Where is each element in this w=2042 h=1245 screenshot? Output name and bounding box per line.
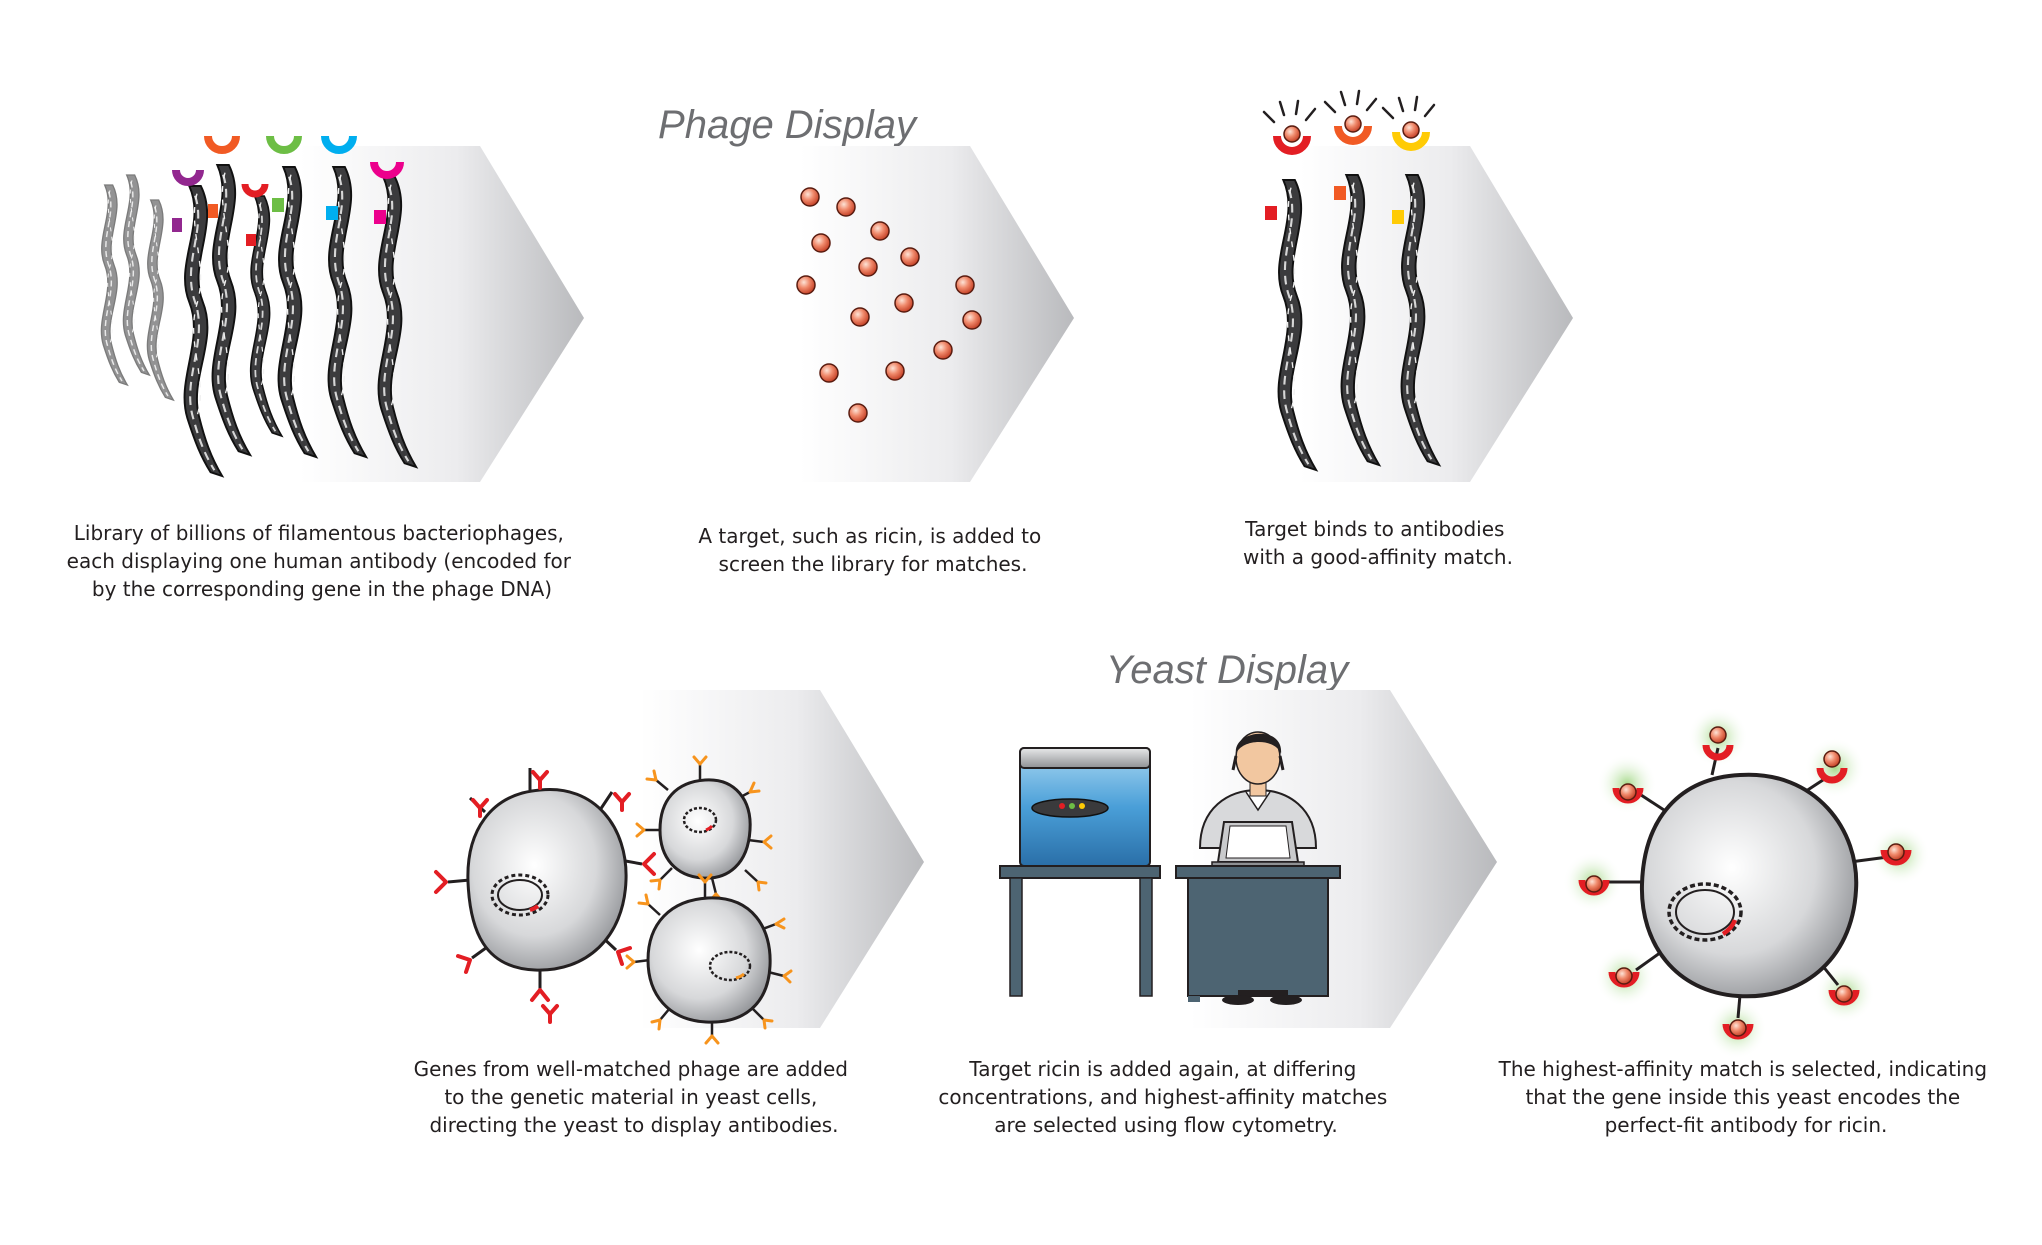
ricin-target-icon — [837, 198, 855, 216]
phage-display-title: Phage Display — [658, 103, 919, 147]
caption-line: perfect-fit antibody for ricin. — [1605, 1113, 1888, 1137]
yeast-step2-caption: Target ricin is added again, at differin… — [938, 1057, 1393, 1137]
caption-line: directing the yeast to display antibodie… — [429, 1113, 838, 1137]
ricin-target-icon — [820, 364, 838, 382]
yeast-step1-caption: Genes from well-matched phage are added … — [414, 1057, 855, 1137]
phage-step2-caption: A target, such as ricin, is added to scr… — [698, 524, 1047, 576]
ricin-target-icon — [1730, 1020, 1746, 1036]
caption-line: A target, such as ricin, is added to — [698, 524, 1041, 548]
flow-cytometer-icon — [1020, 748, 1150, 866]
phage-icon — [251, 196, 282, 436]
caption-line: Library of billions of filamentous bacte… — [74, 521, 564, 545]
selected-yeast-illustration — [1563, 707, 1930, 1059]
ricin-target-icon — [1620, 784, 1636, 800]
caption-line: concentrations, and highest-affinity mat… — [938, 1085, 1387, 1109]
arrow-chevron-icon — [800, 146, 1074, 482]
phage-step1-caption: Library of billions of filamentous bacte… — [67, 521, 578, 601]
ricin-target-icon — [1345, 116, 1361, 132]
ricin-target-icon — [801, 188, 819, 206]
ricin-target-icon — [1836, 986, 1852, 1002]
ricin-target-icon — [956, 276, 974, 294]
desk-icon — [1000, 866, 1160, 996]
yeast-cell-icon — [648, 898, 770, 1022]
caption-line: Genes from well-matched phage are added — [414, 1057, 848, 1081]
antibody-purple-icon — [176, 170, 200, 182]
ricin-target-icon — [871, 222, 889, 240]
yeast-cell-icon — [1642, 775, 1856, 997]
caption-line: screen the library for matches. — [719, 552, 1028, 576]
caption-line: with a good-affinity match. — [1243, 545, 1513, 569]
antibody-orange-icon — [208, 136, 236, 150]
yeast-cell-icon — [660, 780, 750, 878]
caption-line: are selected using flow cytometry. — [994, 1113, 1338, 1137]
ricin-target-icon — [901, 248, 919, 266]
ricin-target-icon — [1824, 751, 1840, 767]
caption-line: Target binds to antibodies — [1244, 517, 1504, 541]
caption-line: each displaying one human antibody (enco… — [67, 549, 572, 573]
antibody-green-icon — [270, 136, 298, 150]
ricin-target-icon — [797, 276, 815, 294]
ghost-phage-icon — [101, 175, 173, 400]
ricin-target-icon — [859, 258, 877, 276]
ricin-target-icon — [895, 294, 913, 312]
caption-line: by the corresponding gene in the phage D… — [92, 577, 552, 601]
ricin-target-icon — [849, 404, 867, 422]
phage-step3-caption: Target binds to antibodies with a good-a… — [1243, 517, 1513, 569]
antibody-blue-icon — [325, 136, 353, 150]
ricin-target-icon — [1284, 126, 1300, 142]
ricin-target-icon — [1403, 122, 1419, 138]
ricin-target-icon — [1710, 727, 1726, 743]
yeast-cell-icon — [468, 789, 626, 970]
ricin-target-icon — [1616, 968, 1632, 984]
yeast-step3-caption: The highest-affinity match is selected, … — [1498, 1057, 1994, 1137]
antibody-red-icon — [245, 184, 265, 194]
laptop-icon — [1212, 822, 1304, 868]
caption-line: to the genetic material in yeast cells, — [444, 1085, 817, 1109]
ricin-target-icon — [934, 341, 952, 359]
caption-line: that the gene inside this yeast encodes … — [1525, 1085, 1960, 1109]
desk-icon — [1176, 866, 1340, 1002]
ricin-target-icon — [1586, 876, 1602, 892]
ricin-target-icon — [851, 308, 869, 326]
caption-line: The highest-affinity match is selected, … — [1498, 1057, 1987, 1081]
ricin-target-icon — [963, 311, 981, 329]
yeast-display-title: Yeast Display — [1106, 648, 1351, 692]
caption-line: Target ricin is added again, at differin… — [968, 1057, 1356, 1081]
phage-icon — [213, 165, 251, 455]
ricin-target-icon — [886, 362, 904, 380]
ricin-target-icon — [1888, 844, 1904, 860]
ricin-target-icon — [812, 234, 830, 252]
